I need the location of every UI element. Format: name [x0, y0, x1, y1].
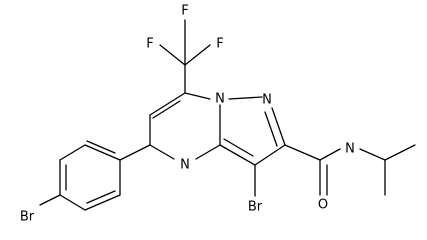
bond-n1-n2	[228, 96, 263, 100]
bond-carbonyl-n	[319, 148, 341, 161]
bond-cf3-f-left	[159, 44, 186, 66]
bond-c2-carbonyl	[284, 144, 321, 161]
atom-labels: F F F N N N N O Br Br	[20, 4, 355, 225]
bond-n4-c3a	[195, 144, 221, 160]
atom-label-f-left: F	[146, 37, 153, 52]
bond-n-ch	[359, 148, 386, 161]
atom-label-f-top: F	[181, 4, 188, 19]
bond-lines	[39, 19, 416, 211]
bond-cf3-f-right	[184, 44, 211, 66]
bond-ch-me-up	[384, 144, 416, 161]
atom-label-n-bridge: N	[215, 92, 225, 107]
atom-label-f-right: F	[216, 37, 223, 52]
bond-ph5-ph6-double	[86, 190, 116, 204]
atom-label-n-pyrimidine: N	[180, 158, 190, 173]
bond-c3-c3a	[219, 144, 256, 166]
atom-label-n-ring: N	[262, 93, 272, 108]
bond-c7-c6-double	[152, 100, 181, 119]
bond-ph4-br	[39, 194, 61, 206]
bond-ph2-ph3	[59, 144, 86, 161]
atom-label-br-ring: Br	[248, 200, 263, 215]
atom-label-n-amide: N	[345, 142, 355, 157]
molecule-structure-drawing: F F F N N N N O Br Br	[20, 4, 416, 225]
bond-c3-c3a-double	[223, 138, 254, 157]
bond-ph1-ph2	[84, 144, 121, 161]
bond-c2-c3	[254, 144, 286, 166]
bond-n2-c2	[271, 107, 286, 146]
bond-n2-c2-double	[264, 111, 278, 147]
bond-c5-phenyl	[119, 144, 151, 161]
bond-c5-n4	[149, 144, 175, 160]
atom-label-o-carbonyl: O	[318, 198, 328, 213]
bond-ph4-ph5	[59, 194, 86, 211]
bond-ph1-ph2-double	[86, 140, 116, 154]
bond-c7-c6	[149, 92, 186, 116]
atom-label-br-phenyl: Br	[20, 210, 35, 225]
bond-n-bridge-c7	[184, 92, 211, 100]
bond-ph5-ph6	[84, 194, 121, 211]
